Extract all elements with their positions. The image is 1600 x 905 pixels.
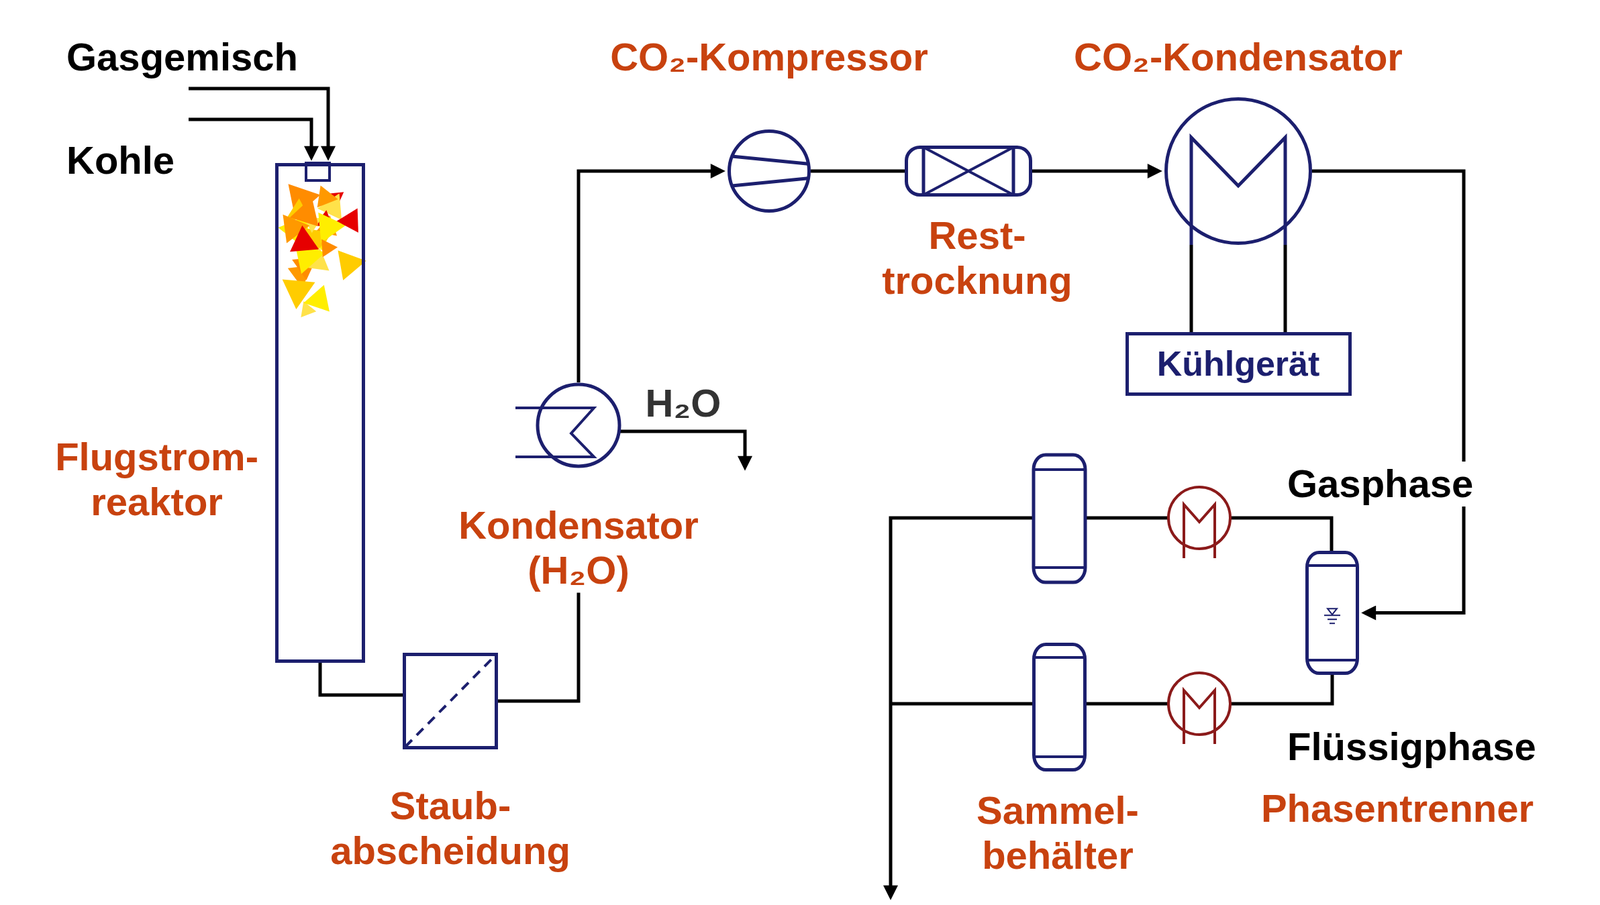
vessel-seam bbox=[1307, 659, 1358, 662]
equipment-symbol bbox=[904, 145, 1033, 197]
process-line bbox=[578, 171, 720, 383]
process-line bbox=[1283, 244, 1288, 333]
outlet-line bbox=[890, 702, 1033, 707]
level-symbol bbox=[1329, 622, 1335, 625]
flame-particle bbox=[289, 225, 319, 252]
compressor: CO₂-Kompressor bbox=[727, 129, 811, 213]
phase-separator: Phasentrenner bbox=[1305, 551, 1360, 676]
input-label: Kohle bbox=[66, 138, 175, 184]
vessel-seam bbox=[1033, 566, 1086, 570]
equipment-label: CO₂-Kondensator bbox=[1073, 34, 1403, 80]
feed-line bbox=[188, 119, 312, 156]
cooling-coil bbox=[515, 408, 594, 458]
equipment-label: Flugstrom- reaktor bbox=[55, 434, 259, 525]
collection-vessel bbox=[1033, 455, 1086, 583]
shape-outline bbox=[277, 165, 364, 662]
process-line bbox=[1032, 169, 1157, 174]
equipment-label: Rest- trocknung bbox=[881, 213, 1073, 303]
equipment-label: Sammel- behälter bbox=[976, 788, 1139, 878]
flame-particle bbox=[317, 185, 339, 209]
equipment-symbol bbox=[1305, 551, 1360, 676]
level-symbol bbox=[1324, 614, 1341, 617]
level-symbol bbox=[1327, 608, 1337, 615]
gas-line bbox=[1086, 516, 1169, 521]
shape-outline bbox=[729, 131, 810, 212]
output-label: H₂O bbox=[645, 381, 722, 427]
heat-exchanger bbox=[1168, 487, 1231, 549]
shape-outline bbox=[404, 655, 497, 749]
compressor-blade bbox=[732, 178, 809, 186]
dryer-packing bbox=[923, 147, 1014, 196]
flame bbox=[277, 183, 366, 318]
filter-membrane bbox=[405, 655, 496, 747]
flame-particle bbox=[321, 239, 338, 258]
equipment-symbol bbox=[402, 653, 498, 750]
flame-particle bbox=[282, 279, 316, 310]
flame-particle bbox=[318, 212, 346, 243]
equipment-label: Staub- abscheidung bbox=[330, 783, 571, 874]
process-line bbox=[320, 663, 403, 696]
gas-line bbox=[1230, 518, 1332, 552]
equipment-label: CO₂-Kompressor bbox=[610, 34, 929, 80]
flame-particle bbox=[336, 208, 359, 233]
feed-line bbox=[188, 88, 329, 156]
shape-outline bbox=[537, 384, 620, 467]
reactor-column: Flugstrom- reaktor bbox=[275, 163, 366, 664]
dryer-flange bbox=[1012, 147, 1016, 196]
heat-exchanger-coil bbox=[1183, 690, 1215, 745]
equipment-symbol bbox=[1032, 642, 1087, 772]
water-outlet-line bbox=[619, 431, 745, 466]
condenser-symbol bbox=[535, 382, 622, 469]
compressor-blade bbox=[732, 156, 809, 164]
equipment-symbol bbox=[1164, 97, 1313, 245]
heat-exchanger bbox=[1168, 673, 1231, 735]
shape-outline bbox=[1034, 644, 1086, 771]
flame-particle bbox=[289, 197, 319, 227]
dryer-packing bbox=[923, 147, 1014, 196]
shape-outline bbox=[1307, 553, 1358, 674]
dust-filter: Staub- abscheidung bbox=[402, 653, 498, 750]
condenser-coil bbox=[1191, 137, 1286, 245]
cooling-unit: Kühlgerät bbox=[1125, 332, 1352, 396]
phase-label: Gasphase bbox=[1281, 461, 1479, 507]
equipment-label: Phasentrenner bbox=[1261, 786, 1534, 832]
co2-condenser: CO₂-Kondensator bbox=[1164, 97, 1313, 245]
dryer: Rest- trocknung bbox=[904, 145, 1033, 197]
vessel-seam bbox=[1033, 468, 1086, 472]
process-line bbox=[810, 169, 905, 174]
level-symbol bbox=[1327, 618, 1337, 621]
dryer-flange bbox=[922, 147, 926, 196]
vessel-seam bbox=[1034, 656, 1086, 660]
equipment-label: Kühlgerät bbox=[1157, 344, 1321, 385]
process-line bbox=[1189, 244, 1194, 333]
equipment-symbol bbox=[275, 163, 366, 664]
input-label: Gasgemisch bbox=[66, 34, 298, 80]
heat-exchanger-coil bbox=[1183, 504, 1215, 559]
shape-outline bbox=[906, 147, 1031, 196]
shape-outline bbox=[1166, 99, 1311, 244]
collection-vessel: Sammel- behälter bbox=[1032, 642, 1087, 772]
vessel-seam bbox=[1034, 755, 1086, 759]
vessel-seam bbox=[1307, 564, 1358, 568]
process-line bbox=[497, 592, 579, 702]
equipment-symbol bbox=[727, 129, 811, 213]
phase-label: Flüssigphase bbox=[1287, 724, 1537, 770]
equipment-label: Kondensator (H₂O) bbox=[458, 503, 699, 593]
